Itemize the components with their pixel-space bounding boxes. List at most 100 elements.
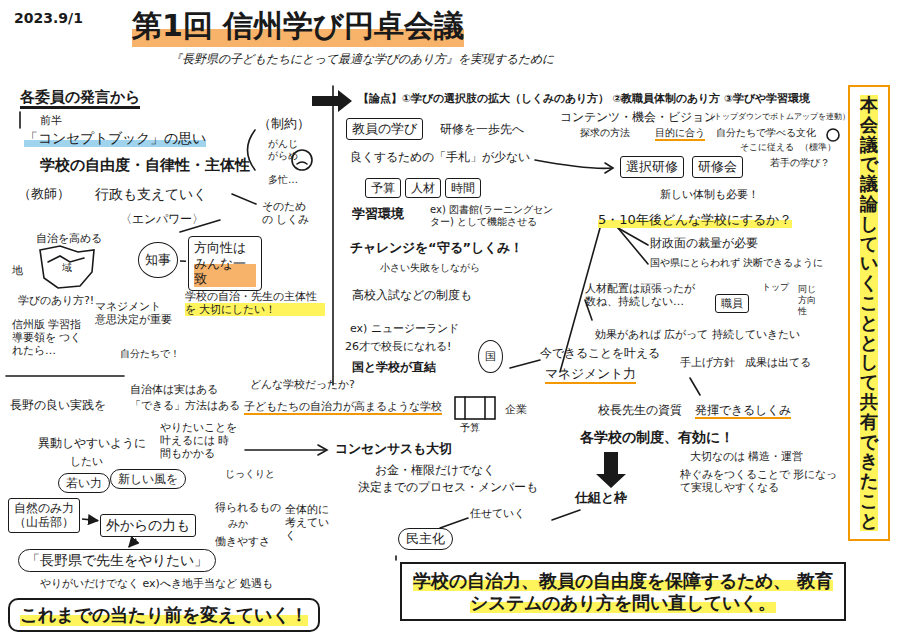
- text-box: 方向性は みんな一致: [188, 236, 262, 291]
- note-text: 働きやすさ: [215, 535, 270, 548]
- arrow-line: [552, 510, 580, 520]
- note-text: 得られるもの: [215, 501, 281, 514]
- note-text: 目的に合う: [655, 127, 705, 141]
- text-box: 新しい風を: [110, 469, 186, 489]
- note-text: 学校の自由度・自律性・主体性: [40, 156, 250, 174]
- note-text: 小さい失敗をしながら: [380, 262, 480, 274]
- node-text: 自然のみ力: [14, 501, 74, 515]
- note-text: 【論点】①学びの選択肢の拡大（しくみのあり方） ②教職員体制のあり方 ③学びや学…: [358, 92, 810, 105]
- note-text: やりたいことを 叶えるには 時間もかかる: [160, 421, 240, 461]
- node-text: 研修会: [698, 159, 737, 175]
- text-box: 本会議で議論していくこととして共有できたこと: [848, 85, 890, 541]
- note-text: 人材配置は頑張ったが 数ね、持続しない…: [585, 282, 697, 308]
- note-text: がんじがらめ: [268, 138, 300, 162]
- face-icon: [827, 129, 839, 141]
- text-box: 選択研修: [620, 156, 684, 178]
- note-text: 「できる」方法はある: [130, 399, 240, 412]
- circle-node: 知事: [138, 242, 178, 278]
- note-text: 5・10年後どんな学校にするか？: [598, 212, 792, 228]
- note-text: チャレンジを“守る”しくみ！: [350, 240, 523, 256]
- note-text: 若手の学び？: [770, 157, 830, 169]
- node-text: 選択研修: [626, 159, 678, 175]
- note-text: どんな学校だったか?: [250, 378, 355, 391]
- note-text: 同じ方向性: [798, 284, 818, 316]
- note-text: 効果があれば 広がって 持続していきたい: [595, 328, 800, 341]
- node-text: 方向性は みんな一致: [194, 240, 256, 287]
- note-text: 学びのあり方?!: [18, 294, 94, 307]
- arrow-line: [618, 228, 648, 264]
- building-icon: [455, 397, 495, 419]
- note-text: 良くするための「手札」が少ない: [350, 150, 530, 164]
- face-mouth: [297, 162, 307, 164]
- arrow-line: [440, 518, 468, 528]
- node-text: 人材: [411, 181, 435, 195]
- node-text: 予算: [371, 181, 395, 195]
- node-text: 職員: [721, 297, 743, 310]
- connector: [180, 260, 186, 262]
- note-text: （標準）: [800, 142, 836, 153]
- note-text: そこに従える: [740, 142, 794, 153]
- note-text: 高校入試などの制度も: [352, 288, 472, 302]
- note-text: 地: [12, 264, 23, 277]
- note-text: （制約）: [258, 116, 310, 132]
- note-text: 〈エンパワー〉: [120, 212, 204, 226]
- text-box: 教員の学び: [346, 118, 423, 140]
- node-text: 外からの力も: [106, 517, 190, 534]
- note-text: 企業: [505, 403, 527, 416]
- note-text: 信州版 学習指導要領を つくれたら…: [12, 318, 92, 358]
- note-text: 発揮できるしくみ: [695, 403, 791, 419]
- note-text: 新しい体制も必要！: [660, 188, 759, 201]
- divider-line: [395, 556, 397, 560]
- note-text: トップ: [762, 282, 789, 293]
- note-text: お金・権限だけでなく: [375, 463, 495, 477]
- note-text: 子どもたちの自治力が高まるような学校: [244, 400, 442, 415]
- node-text: 教員の学び: [352, 121, 417, 137]
- divider-line: [332, 86, 334, 385]
- node-text: これまでの当たり前を変えていく！: [20, 604, 308, 626]
- text-box: 学校の自治力、教員の自由度を保障するため、 教育システムのあり方を問い直していく…: [400, 562, 846, 621]
- note-text: 学習環境: [352, 206, 404, 222]
- note-text: 校長先生の資質: [598, 403, 682, 417]
- node-text: 本会議で議論していくこととして共有できたこと: [860, 95, 878, 531]
- note-text: そのための しくみ: [262, 200, 312, 226]
- arrow-line: [618, 228, 648, 245]
- note-text: 自分たちで！: [120, 348, 180, 360]
- node-text: 「長野県で先生をやりたい」: [26, 552, 208, 569]
- text-box: 時間: [445, 178, 481, 198]
- text-box: これまでの当たり前を変えていく！: [8, 598, 320, 632]
- note-text: 予算: [460, 422, 480, 434]
- note-text: コンセンサスも大切: [335, 441, 452, 457]
- bracket-line: [19, 112, 21, 128]
- note-text: みか: [228, 518, 248, 530]
- note-text: 『長野県の子どもたちにとって最適な学びのあり方』を実現するために: [170, 52, 554, 66]
- note-text: 行政も支えていく: [95, 186, 207, 203]
- note-text: 決定までのプロセス・メンバーも: [358, 480, 538, 494]
- note-text: 学校の自治・先生の主体性を 大切にしたい！: [185, 290, 325, 316]
- circle-node: 国: [478, 340, 503, 373]
- text-box: 予算: [365, 178, 401, 198]
- note-text: 任せていく: [470, 507, 525, 520]
- title-text: 第1回 信州学び円卓会議: [132, 6, 464, 47]
- text-box: 若い力: [58, 473, 110, 493]
- note-text: 多忙…: [268, 174, 298, 186]
- text-box: 自然のみ力（山岳部）: [8, 498, 80, 533]
- note-text: 自分たちで学べる文化: [716, 127, 816, 139]
- note-text: ex) ニュージーランド: [350, 322, 459, 335]
- note-text: 各委員の発言から: [20, 88, 140, 109]
- building-icon: [464, 397, 466, 419]
- map-outline: [40, 246, 94, 288]
- arrow-head: [318, 445, 327, 455]
- note-text: 仕組と枠: [575, 490, 627, 506]
- connector: [129, 539, 136, 547]
- building-icon: [484, 397, 486, 419]
- note-text: 2023.9/1: [14, 10, 83, 27]
- note-text: （トップダウンでボトムアップを連動）: [706, 112, 850, 122]
- arrow-line: [535, 160, 612, 168]
- text-box: 研修会: [692, 156, 743, 178]
- note-text: したい: [70, 455, 103, 468]
- note-text: ex) 図書館(ラーニングセンター) として機能させる: [430, 204, 555, 228]
- note-text: 手上げ方針: [680, 356, 735, 369]
- arrow-line: [232, 194, 256, 204]
- note-text: じっくりと: [225, 468, 275, 480]
